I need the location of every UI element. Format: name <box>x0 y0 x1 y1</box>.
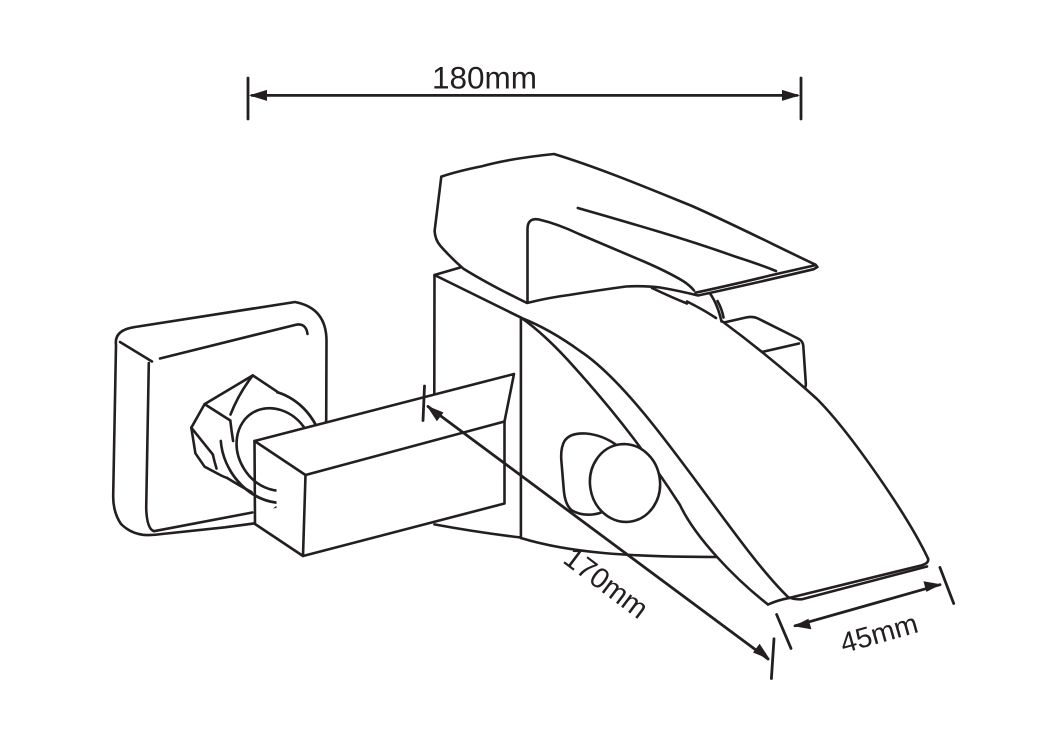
svg-text:180mm: 180mm <box>432 60 537 96</box>
